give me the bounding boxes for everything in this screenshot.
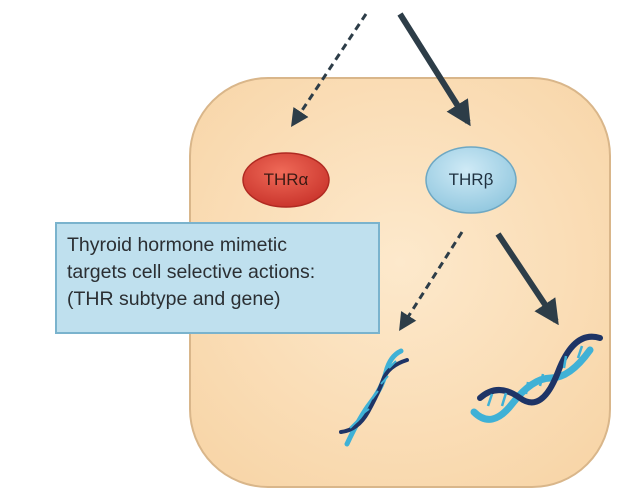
thr-alpha-node — [242, 152, 330, 208]
dna-helix-small-icon — [339, 348, 409, 447]
thr-alpha-label: THRα — [263, 170, 309, 189]
dna-helix-large-icon — [470, 333, 603, 423]
dashed-arrow-to-gene-small — [399, 231, 464, 332]
dashed-arrow-to-thr-alpha — [291, 13, 368, 127]
callout-line-3: (THR subtype and gene) — [67, 288, 281, 310]
callout-line-2: targets cell selective actions: — [67, 261, 316, 283]
callout-box: Thyroid hormone mimetic targets cell sel… — [55, 222, 380, 334]
solid-arrow-to-gene-large — [495, 232, 559, 326]
thr-beta-node — [425, 146, 517, 214]
thr-beta-label: THRβ — [448, 170, 494, 189]
callout-line-1: Thyroid hormone mimetic — [67, 234, 287, 256]
solid-arrow-to-thr-beta — [397, 12, 471, 127]
